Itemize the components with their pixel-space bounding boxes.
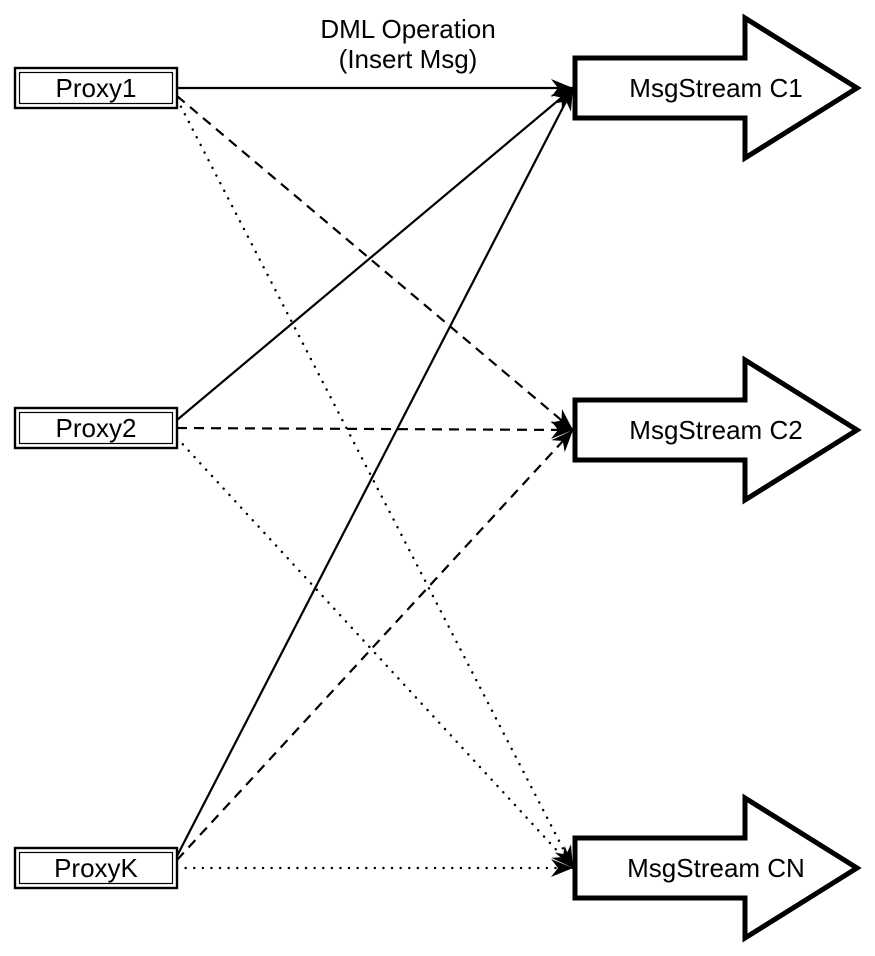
- proxy-node-proxyk: ProxyK: [13, 846, 179, 890]
- edge-proxy1-cn-dotted: [175, 97, 575, 870]
- edge-proxyk-c1-solid: [176, 87, 574, 857]
- diagram-title-line1: DML Operation: [320, 14, 496, 44]
- diagram-title: DML Operation (Insert Msg): [258, 14, 558, 74]
- proxy-label-proxy1: Proxy1: [56, 73, 137, 103]
- proxy-label-proxy2: Proxy2: [56, 413, 137, 443]
- diagram-title-line2: (Insert Msg): [338, 44, 478, 74]
- proxy-box-inner-proxy1: [18, 71, 174, 105]
- msgstream-label-c2: MsgStream C2: [629, 415, 802, 445]
- proxy-node-proxy1: Proxy1: [13, 66, 179, 110]
- edge-proxyk-c2-dashed: [176, 429, 574, 861]
- proxy-box-proxy1: [13, 66, 179, 110]
- msgstream-arrow-cn: [572, 793, 862, 943]
- proxy-node-proxy2: Proxy2: [13, 406, 179, 450]
- msgstream-arrow-c2: [572, 355, 862, 505]
- proxy-box-inner-proxyk: [18, 851, 174, 885]
- msgstream-label-cn: MsgStream CN: [627, 853, 805, 883]
- proxy-box-inner-proxy2: [18, 411, 174, 445]
- edge-proxy1-c2-dashed: [176, 95, 574, 431]
- msgstream-label-c1: MsgStream C1: [629, 73, 802, 103]
- proxy-box-proxyk: [13, 846, 179, 890]
- edge-proxy2-c2-dashed: [176, 420, 574, 439]
- proxy-label-proxyk: ProxyK: [54, 853, 138, 883]
- msgstream-node-c2: MsgStream C2: [572, 355, 862, 505]
- proxy-box-proxy2: [13, 406, 179, 450]
- edge-proxy2-cn-dotted: [175, 436, 575, 870]
- msgstream-node-c1: MsgStream C1: [572, 13, 862, 163]
- msgstream-arrow-c1: [572, 13, 862, 163]
- edge-proxy2-c1-solid: [176, 87, 574, 421]
- msgstream-node-cn: MsgStream CN: [572, 793, 862, 943]
